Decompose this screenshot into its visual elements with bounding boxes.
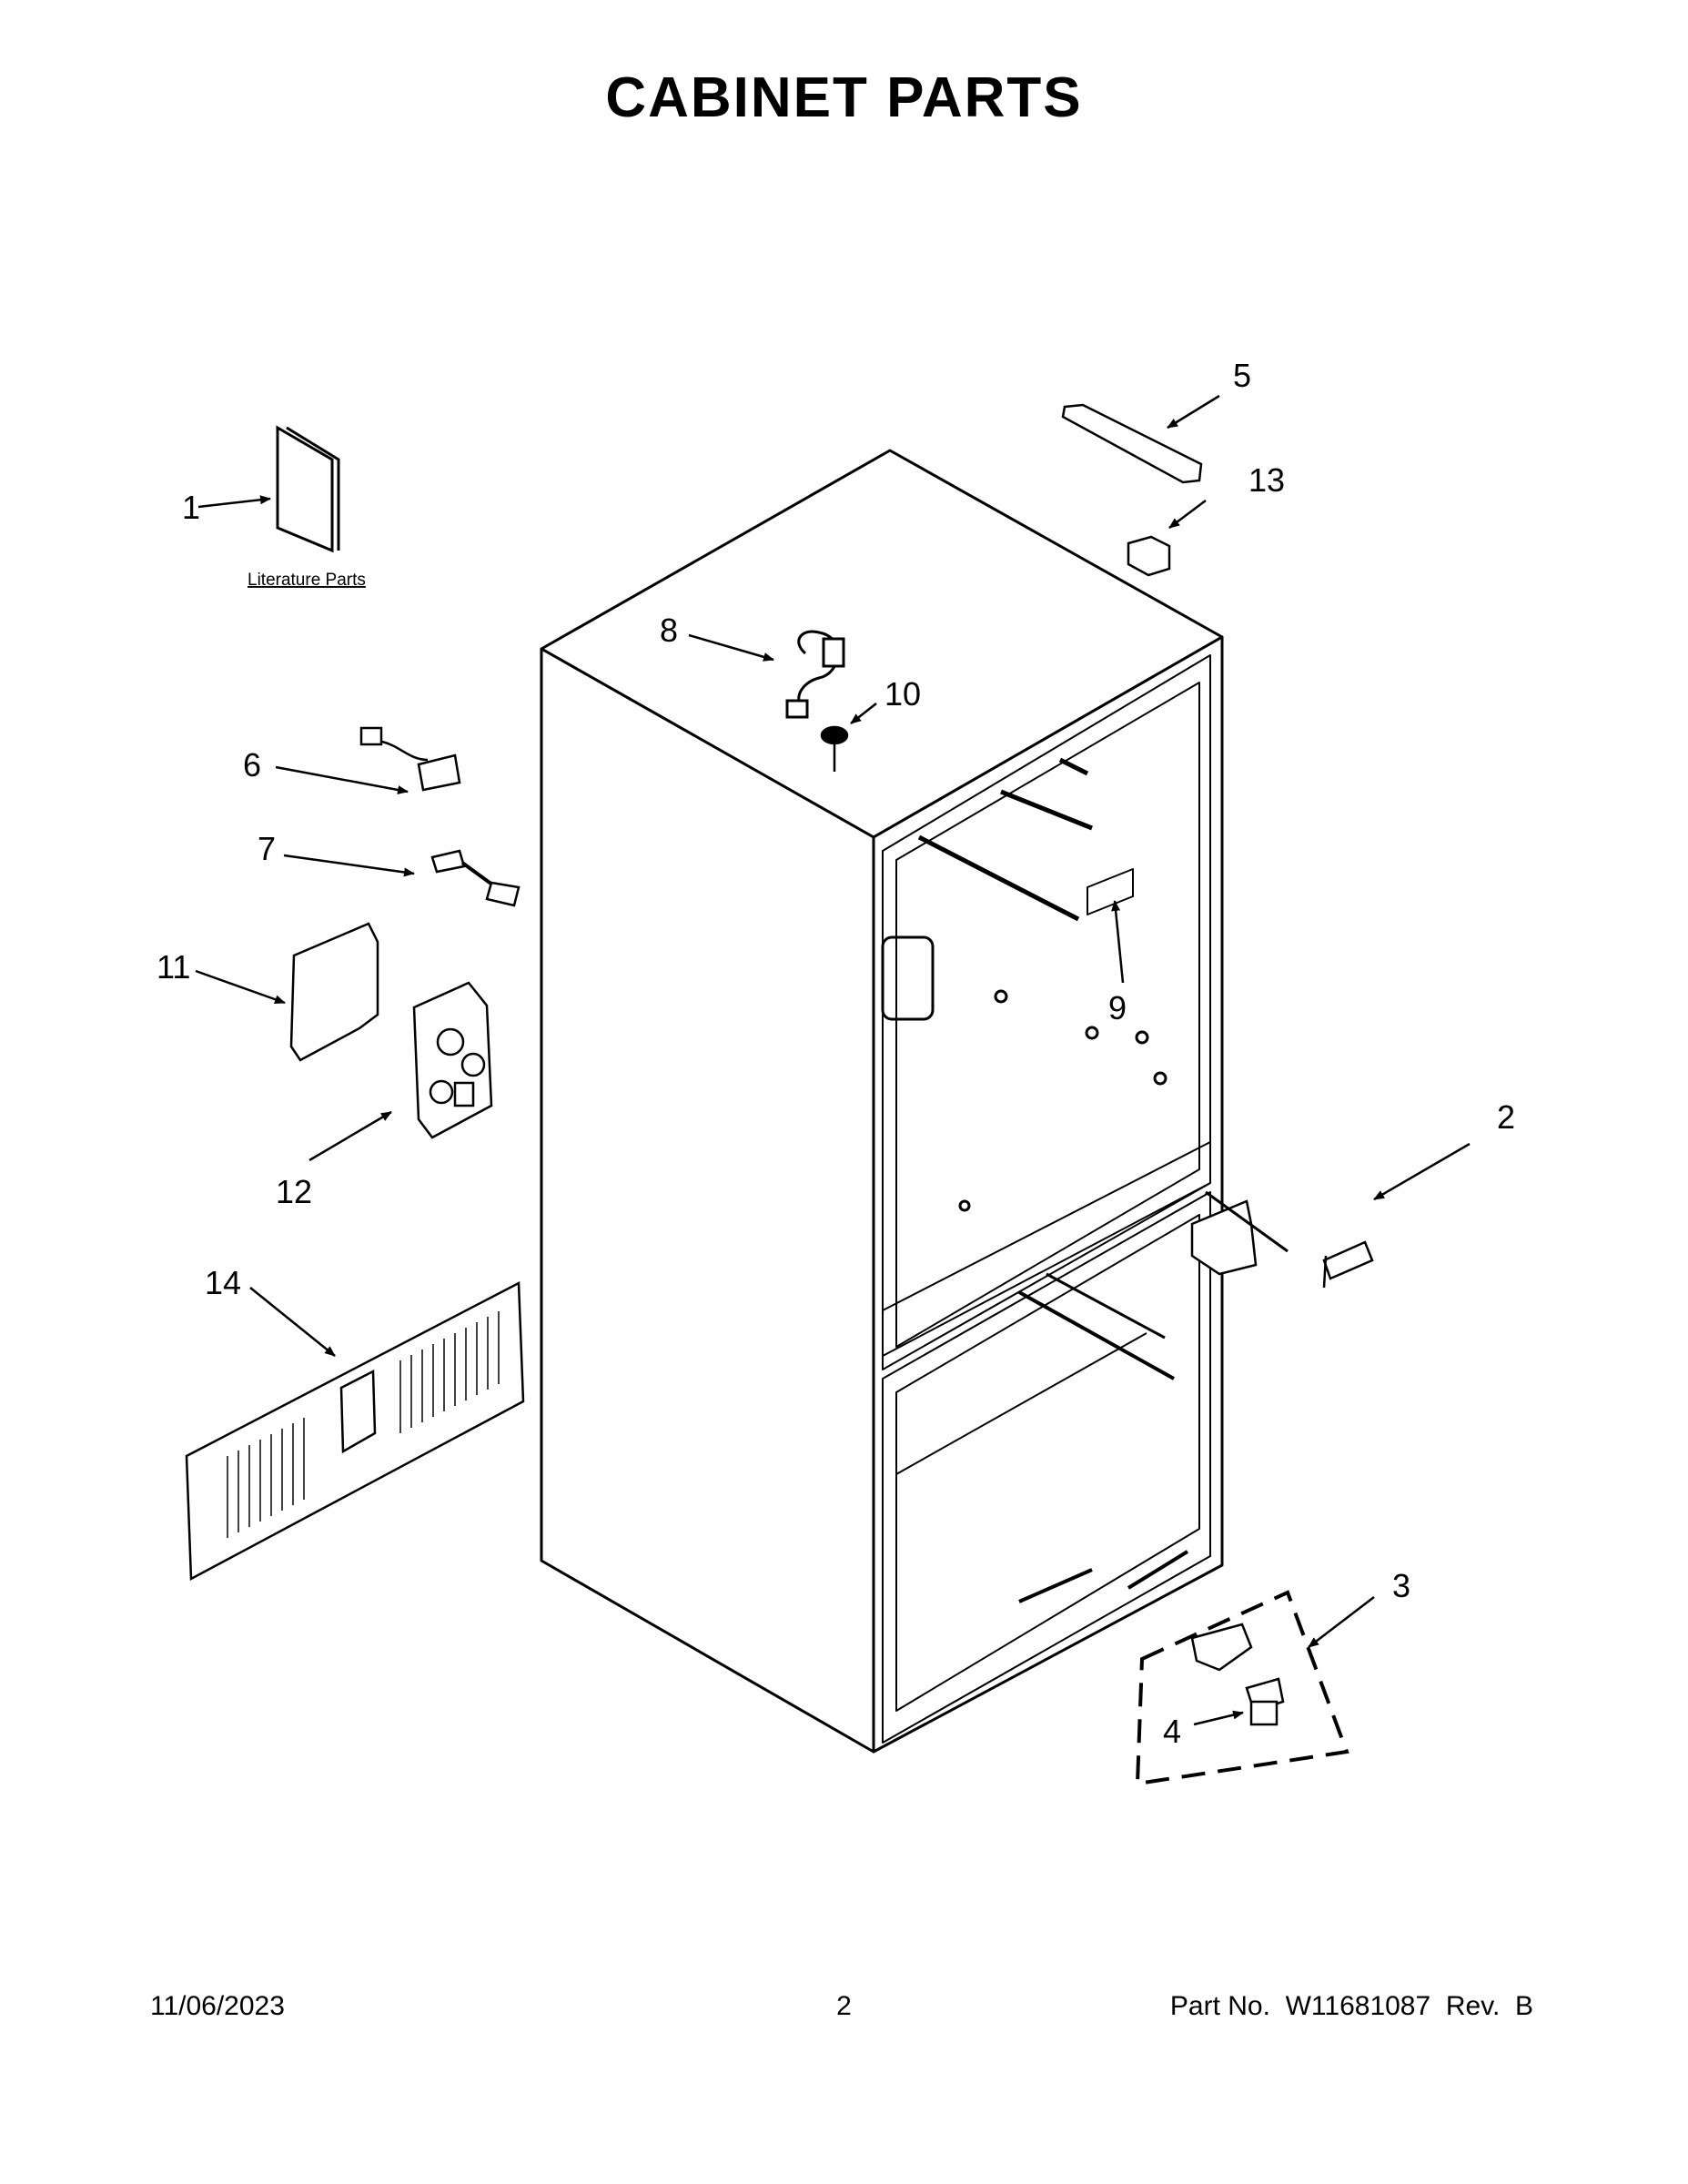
- callout-11: 11: [157, 948, 190, 986]
- leveler-assembly-group: [1135, 1590, 1349, 1786]
- center-hinge-part: [1190, 1190, 1374, 1289]
- footer-part-number: Part No. W11681087 Rev. B: [1169, 1991, 1533, 2021]
- callout-13: 13: [1248, 461, 1285, 499]
- callout-2: 2: [1497, 1098, 1515, 1136]
- access-cover-part: [289, 922, 379, 1062]
- footer-date: 11/06/2023: [150, 1991, 285, 2021]
- callout-9: 9: [1108, 989, 1127, 1026]
- callout-14: 14: [205, 1264, 241, 1301]
- callout-5: 5: [1233, 357, 1251, 394]
- refrigerator-cabinet: [540, 449, 1224, 1754]
- sensor-harness-part: [359, 726, 461, 792]
- rear-access-panel-part: [185, 1280, 525, 1582]
- hinge-bracket-part: [1127, 535, 1171, 577]
- callout-1: 1: [182, 489, 200, 526]
- callout-12: 12: [276, 1173, 312, 1210]
- wire-harness-part: [785, 630, 845, 719]
- plug-button-part: [820, 725, 849, 772]
- footer-page-number: 2: [836, 1991, 852, 2021]
- top-hinge-part: [1061, 403, 1203, 484]
- callout-8: 8: [660, 612, 678, 649]
- callout-7: 7: [258, 830, 276, 867]
- callout-6: 6: [243, 746, 261, 784]
- thermistor-part: [430, 849, 521, 907]
- callout-leader-lines: [195, 394, 1471, 1726]
- callout-4: 4: [1163, 1713, 1181, 1750]
- literature-parts-label: Literature Parts: [248, 571, 366, 590]
- callout-10: 10: [884, 675, 921, 713]
- callout-3: 3: [1392, 1567, 1410, 1604]
- page-title: CABINET PARTS: [605, 66, 1083, 129]
- leveler-bracket-part: [1190, 1623, 1253, 1672]
- control-board-part: [412, 981, 493, 1139]
- literature-parts-booklet: [276, 425, 340, 553]
- leveler-foot-part: [1245, 1677, 1285, 1726]
